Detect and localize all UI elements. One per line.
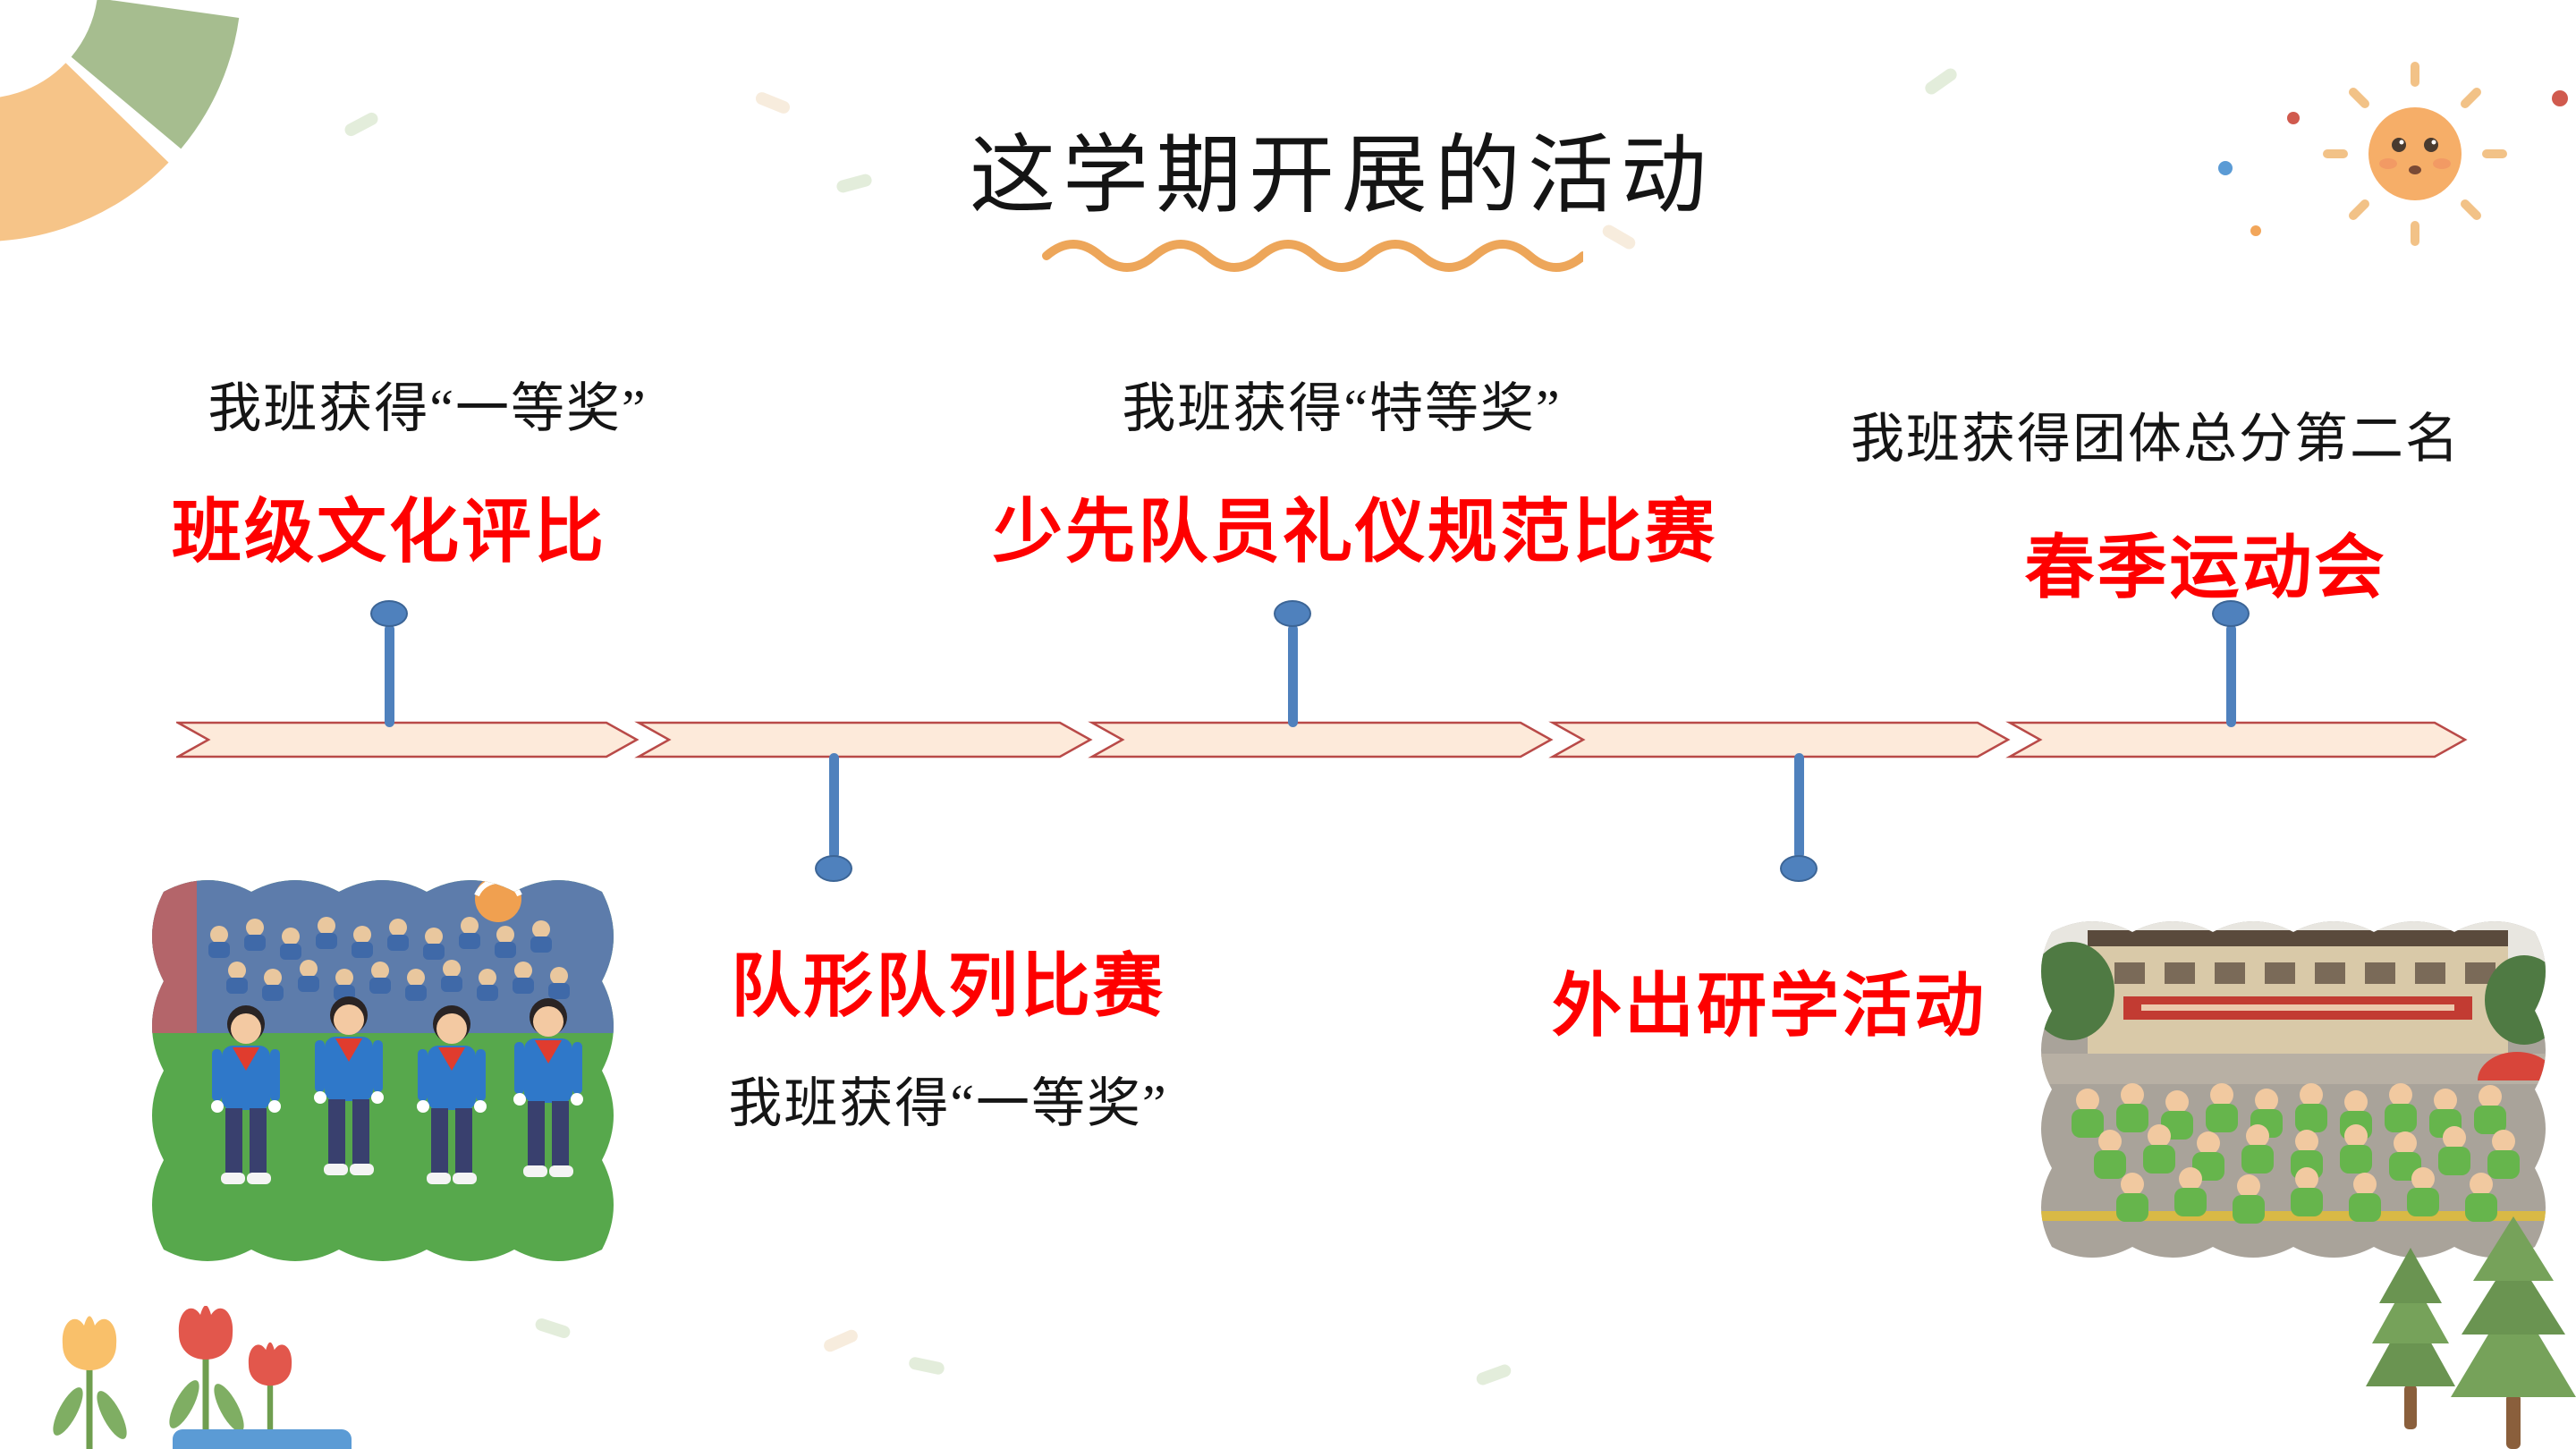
students-marching-photo (152, 880, 614, 1261)
timeline-pin (385, 624, 394, 727)
pine-tree-icon (2366, 1216, 2576, 1449)
timeline-pin (1794, 753, 1804, 859)
event-name-text: 少先队员礼仪规范比赛 (993, 493, 1718, 571)
timeline-pin-dot (1780, 855, 1818, 882)
event-award-text: 我班获得“特等奖” (1122, 379, 1562, 438)
corner-arc-decoration-icon (0, 0, 240, 242)
confetti-icon (533, 1317, 572, 1340)
wavy-underline-icon (1042, 240, 1583, 272)
timeline-pin (1288, 624, 1298, 727)
confetti-icon (907, 1355, 946, 1377)
confetti-icon (343, 110, 380, 139)
event-name-text: 外出研学活动 (1551, 967, 1987, 1045)
timeline-pin (2226, 624, 2236, 727)
event-award-text: 我班获得“一等奖” (208, 379, 648, 438)
timeline-pin-dot (815, 855, 852, 882)
event-award-text: 我班获得团体总分第二名 (1851, 410, 2461, 469)
confetti-icon (1474, 1362, 1513, 1387)
event-name-text: 春季运动会 (2024, 529, 2387, 606)
confetti-icon (753, 90, 792, 115)
confetti-icon (821, 1327, 860, 1354)
event-name-text: 班级文化评比 (171, 493, 606, 571)
timeline-pin (829, 753, 839, 859)
blue-strip-decoration (173, 1429, 352, 1449)
event-award-text: 我班获得“一等奖” (728, 1074, 1168, 1133)
field-trip-group-photo (2041, 921, 2546, 1258)
timeline-pin-dot (2212, 600, 2250, 627)
page-title: 这学期开展的活动 (970, 128, 1714, 224)
timeline-pin-dot (370, 600, 408, 627)
timeline-bar (176, 721, 2468, 758)
confetti-icon (1922, 65, 1960, 97)
timeline-pin-dot (1274, 600, 1311, 627)
event-name-text: 队形队列比赛 (730, 947, 1165, 1025)
confetti-icon (835, 173, 874, 194)
tulip-icon (53, 1306, 292, 1449)
sun-icon (2218, 62, 2568, 246)
